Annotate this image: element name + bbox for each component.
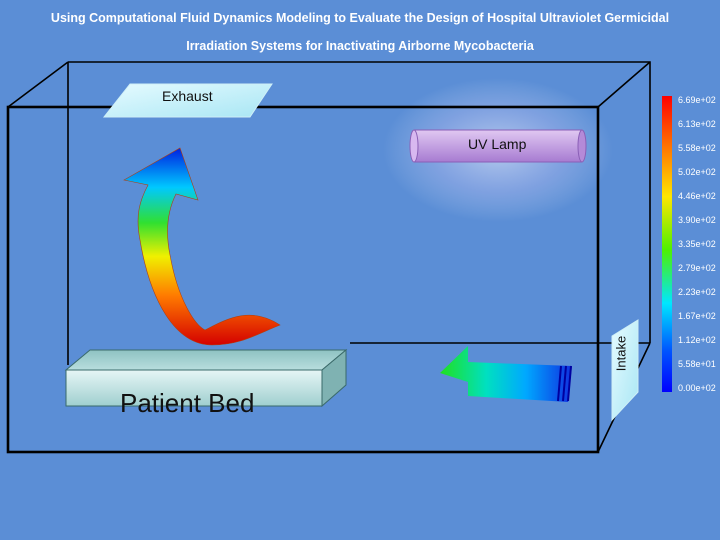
uv-lamp	[409, 129, 587, 163]
colorbar-tick-label: 1.12e+02	[678, 335, 716, 345]
colorbar-tick-label: 6.69e+02	[678, 95, 716, 105]
colorbar-tick-label: 2.79e+02	[678, 263, 716, 273]
title-line-2: Irradiation Systems for Inactivating Air…	[186, 39, 534, 53]
colorbar-tick-label: 6.13e+02	[678, 119, 716, 129]
colorbar-tick-label: 4.46e+02	[678, 191, 716, 201]
uv-lamp-label: UV Lamp	[468, 136, 527, 152]
title-line-1: Using Computational Fluid Dynamics Model…	[50, 11, 670, 25]
airflow-up-arrow	[123, 147, 281, 346]
colorbar-tick-label: 5.02e+02	[678, 167, 716, 177]
room-front-frame	[6, 105, 600, 454]
colorbar-tick-label: 3.90e+02	[678, 215, 716, 225]
colorbar-tick-label: 0.00e+02	[678, 383, 716, 393]
intake-label: Intake	[613, 335, 629, 372]
exhaust-label: Exhaust	[162, 88, 213, 104]
colorbar-tick-label: 5.58e+02	[678, 143, 716, 153]
exhaust-vent	[102, 83, 273, 118]
patient-bed-label: Patient Bed	[120, 388, 255, 418]
patient-bed	[64, 348, 348, 408]
colorbar-scale	[662, 96, 672, 392]
intake-vent	[611, 319, 639, 422]
colorbar-tick-label: 5.58e+01	[678, 359, 716, 369]
airflow-intake-arrow	[440, 346, 572, 402]
colorbar-tick-label: 3.35e+02	[678, 239, 716, 249]
colorbar-tick-label: 2.23e+02	[678, 287, 716, 297]
colorbar-tick-label: 1.67e+02	[678, 311, 716, 321]
slide-title: Using Computational Fluid Dynamics Model…	[0, 0, 720, 60]
